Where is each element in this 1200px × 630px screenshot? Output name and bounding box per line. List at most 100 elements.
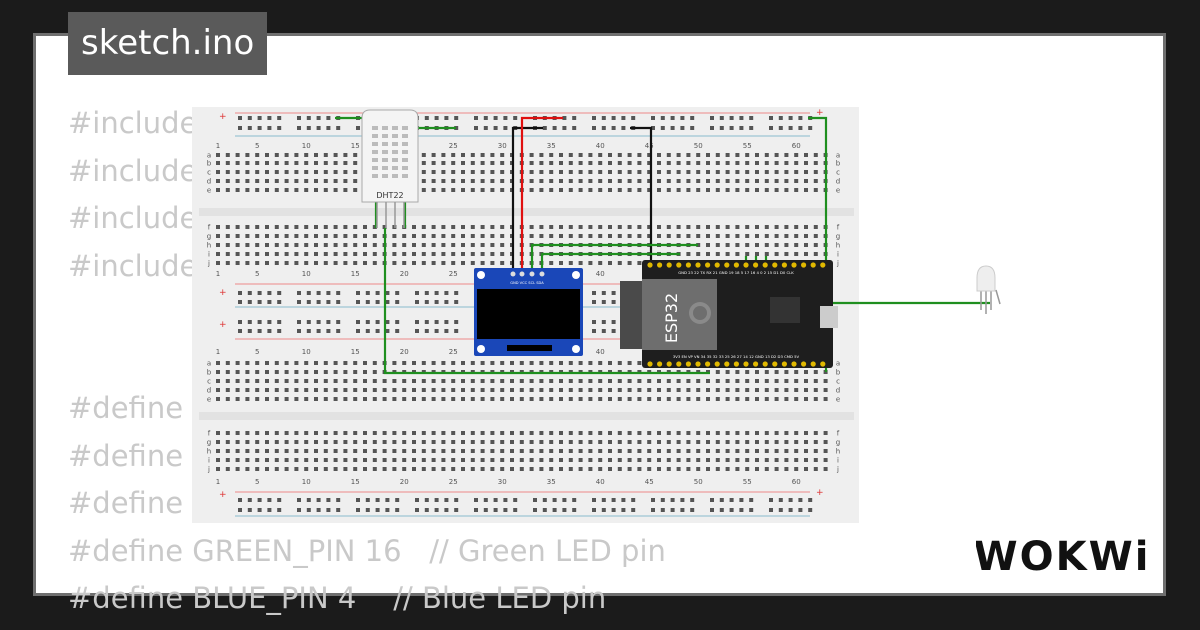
row-letter: g (836, 233, 840, 241)
column-number: 60 (792, 478, 801, 486)
column-number: 45 (645, 478, 654, 486)
row-letter: g (836, 439, 840, 447)
row-letter: i (208, 457, 210, 465)
column-number: 15 (351, 270, 360, 278)
esp32-pin (791, 361, 797, 367)
column-number: 40 (596, 142, 605, 150)
column-number: 10 (302, 270, 311, 278)
column-number: 40 (596, 478, 605, 486)
row-letter: f (208, 224, 211, 232)
esp32-pin (666, 262, 672, 268)
column-number: 1 (216, 348, 220, 356)
column-number: 5 (255, 270, 259, 278)
esp32-pin (772, 361, 778, 367)
esp32-pin (820, 262, 826, 268)
column-number: 30 (498, 142, 507, 150)
esp32-pin (781, 361, 788, 367)
column-number: 25 (449, 270, 458, 278)
column-number: 40 (596, 270, 605, 278)
esp32-label: ESP32 (662, 293, 681, 343)
row-letter: e (207, 396, 211, 404)
row-letter: e (836, 396, 840, 404)
esp32-pin (724, 262, 730, 268)
column-number: 5 (255, 348, 259, 356)
esp32-board: ESP32 GND 23 22 TX RX 21 GND 19 18 5 17 … (620, 260, 838, 368)
esp32-pin (695, 361, 701, 367)
rgb-led (976, 265, 1001, 314)
row-letter: f (837, 224, 840, 232)
row-letter: a (207, 152, 211, 160)
code-line: #define (68, 391, 184, 425)
column-number: 1 (216, 142, 220, 150)
wokwi-logo: WOKWi (976, 534, 1148, 580)
row-letter: d (836, 387, 840, 395)
row-letter: h (836, 242, 840, 250)
column-number: 20 (400, 348, 409, 356)
esp32-pin (647, 361, 653, 367)
row-letter: d (207, 178, 211, 186)
esp32-pin (695, 262, 701, 268)
row-letter: c (207, 169, 211, 177)
column-number: 1 (216, 478, 220, 486)
esp32-pin (647, 262, 653, 268)
wire-green (530, 243, 698, 272)
column-number: 50 (694, 478, 703, 486)
esp32-pin (724, 361, 730, 367)
row-letter: c (836, 378, 840, 386)
esp32-pin (705, 361, 711, 367)
row-letter: b (836, 160, 841, 168)
column-number: 45 (645, 142, 654, 150)
esp32-pin (753, 361, 759, 367)
dht22-label: DHT22 (376, 191, 403, 200)
esp32-pin (762, 361, 768, 367)
plus-sign: + (816, 108, 824, 118)
code-line: #include (68, 153, 198, 188)
column-number: 40 (596, 348, 605, 356)
column-number: 30 (498, 478, 507, 486)
esp32-pin (801, 262, 807, 268)
esp32-pin (820, 361, 826, 367)
column-number: 25 (449, 478, 458, 486)
wire-black (511, 126, 543, 272)
column-number: 5 (255, 478, 259, 486)
row-letter: f (208, 430, 211, 438)
row-letter: d (207, 387, 211, 395)
esp32-pin (810, 361, 816, 367)
row-letter: a (207, 360, 211, 368)
esp32-pin (810, 262, 816, 268)
column-number: 10 (302, 142, 311, 150)
esp32-pin (743, 361, 749, 367)
column-number: 15 (351, 348, 360, 356)
row-letter: b (207, 160, 212, 168)
row-letter: a (836, 152, 840, 160)
oled-pin-labels: GND VCC SCL SDA (510, 281, 544, 285)
row-letter: h (836, 448, 840, 456)
oled-screen (477, 289, 580, 339)
esp32-pin (676, 361, 682, 367)
code-line: #include (68, 248, 198, 283)
esp32-pin (733, 262, 740, 268)
row-letter: j (207, 260, 210, 268)
brand-name: WOKWi (976, 534, 1148, 580)
plus-sign: + (219, 112, 227, 122)
column-number: 25 (449, 348, 458, 356)
column-number: 10 (302, 478, 311, 486)
column-number: 35 (547, 478, 556, 486)
esp32-pin (772, 262, 778, 268)
breadboard-channel (199, 412, 854, 420)
column-number: 15 (351, 478, 360, 486)
wire-black (630, 126, 653, 265)
esp32-top-pin-labels: GND 23 22 TX RX 21 GND 19 18 5 17 16 4 0… (678, 270, 794, 275)
esp32-pin (762, 262, 768, 268)
breadboard-channel (199, 208, 854, 216)
column-number: 60 (792, 142, 801, 150)
code-line: #include (68, 106, 198, 140)
row-letter: f (837, 430, 840, 438)
row-letter: e (836, 187, 840, 195)
column-number: 1 (216, 270, 220, 278)
esp32-pin (801, 361, 807, 367)
esp32-pin (657, 262, 663, 268)
esp32-pin (753, 262, 759, 268)
row-letter: g (207, 439, 211, 447)
